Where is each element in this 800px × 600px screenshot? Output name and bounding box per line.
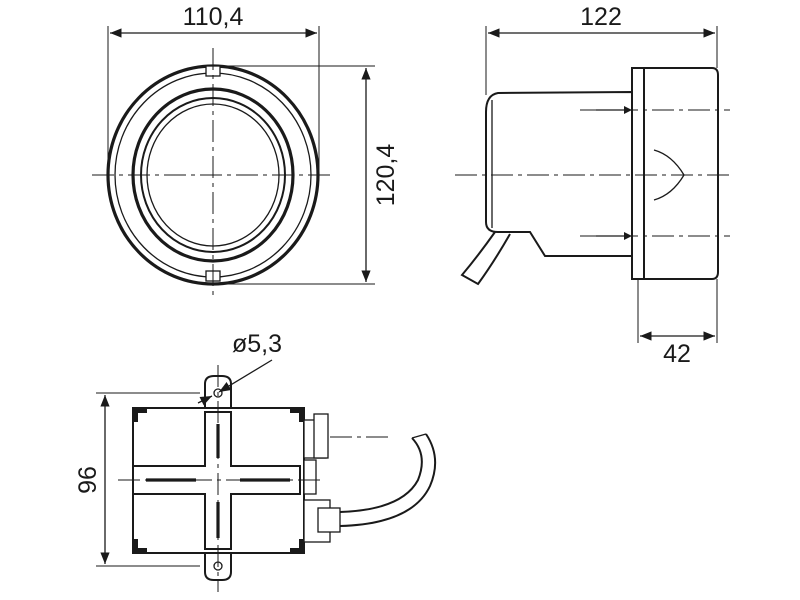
hole-diameter-label: ø5,3 <box>232 330 282 358</box>
side-rear-body <box>485 90 633 257</box>
base-cable <box>339 437 423 513</box>
cross-rib <box>132 411 301 550</box>
front-height-label: 120,4 <box>372 144 400 207</box>
base-height-label: 96 <box>74 466 102 494</box>
connector-middle <box>303 459 317 495</box>
side-view: 122 42 <box>455 3 730 368</box>
front-width-label: 110,4 <box>183 3 244 31</box>
front-view: 110,4 120,4 <box>92 3 400 298</box>
side-cable <box>460 231 511 286</box>
hole-leader-line <box>218 359 273 393</box>
side-depth-label: 42 <box>663 340 691 368</box>
bottom-mount-tab <box>204 553 232 581</box>
side-length-label: 122 <box>580 3 622 31</box>
corner-screws <box>133 408 304 553</box>
side-front-bezel <box>643 67 719 280</box>
base-view: ø5,3 <box>74 330 437 592</box>
side-flange <box>631 67 645 280</box>
